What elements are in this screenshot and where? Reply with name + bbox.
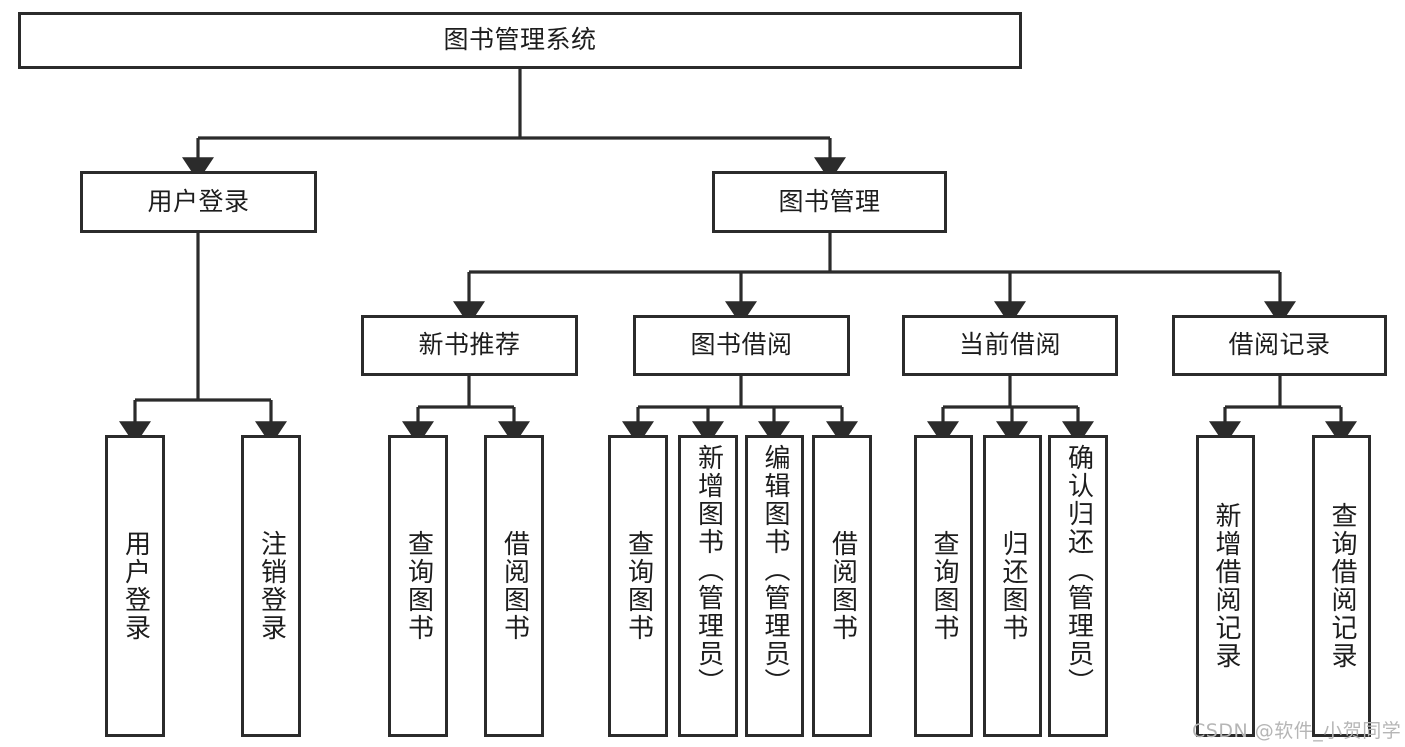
node-book-borrow-label: 图书借阅 — [690, 330, 793, 360]
node-root-label: 图书管理系统 — [443, 25, 597, 55]
node-leaf-confirm-return[interactable]: 确认归还（管理员） — [1048, 435, 1108, 737]
node-user-login[interactable]: 用户登录 — [80, 171, 317, 233]
node-root[interactable]: 图书管理系统 — [18, 12, 1022, 69]
node-leaf-edit-book[interactable]: 编辑图书（管理员） — [745, 435, 804, 737]
node-leaf-query-book-borrow-label: 查询图书 — [623, 530, 654, 642]
node-leaf-logout-label: 注销登录 — [256, 530, 287, 642]
node-leaf-query-book-borrow[interactable]: 查询图书 — [608, 435, 668, 737]
node-leaf-query-book-cur-label: 查询图书 — [929, 530, 960, 642]
node-new-book-rec[interactable]: 新书推荐 — [361, 315, 578, 376]
node-leaf-confirm-return-label: 确认归还（管理员） — [1063, 444, 1094, 696]
node-user-login-label: 用户登录 — [147, 186, 250, 216]
node-book-borrow[interactable]: 图书借阅 — [633, 315, 850, 376]
node-leaf-add-record[interactable]: 新增借阅记录 — [1196, 435, 1255, 737]
node-leaf-return-book[interactable]: 归还图书 — [983, 435, 1042, 737]
node-current-borrow-label: 当前借阅 — [958, 330, 1061, 360]
node-leaf-borrow-book-rec[interactable]: 借阅图书 — [484, 435, 544, 737]
node-borrow-record[interactable]: 借阅记录 — [1172, 315, 1387, 376]
node-leaf-user-login[interactable]: 用户登录 — [105, 435, 165, 737]
node-borrow-record-label: 借阅记录 — [1228, 330, 1331, 360]
node-leaf-query-book-rec-label: 查询图书 — [403, 530, 434, 642]
node-leaf-borrow-book-rec-label: 借阅图书 — [499, 530, 530, 642]
node-leaf-add-record-label: 新增借阅记录 — [1211, 502, 1242, 670]
node-current-borrow[interactable]: 当前借阅 — [902, 315, 1118, 376]
node-book-manage[interactable]: 图书管理 — [712, 171, 947, 233]
node-leaf-add-book[interactable]: 新增图书（管理员） — [678, 435, 738, 737]
node-leaf-query-record-label: 查询借阅记录 — [1327, 502, 1358, 670]
node-leaf-add-book-label: 新增图书（管理员） — [693, 444, 724, 696]
node-leaf-logout[interactable]: 注销登录 — [241, 435, 301, 737]
node-leaf-edit-book-label: 编辑图书（管理员） — [760, 444, 791, 696]
node-leaf-user-login-label: 用户登录 — [120, 530, 151, 642]
node-new-book-rec-label: 新书推荐 — [418, 330, 521, 360]
node-leaf-borrow-book-label: 借阅图书 — [827, 530, 858, 642]
node-leaf-query-book-cur[interactable]: 查询图书 — [914, 435, 973, 737]
node-leaf-query-record[interactable]: 查询借阅记录 — [1312, 435, 1371, 737]
node-leaf-return-book-label: 归还图书 — [998, 530, 1029, 642]
node-leaf-borrow-book[interactable]: 借阅图书 — [812, 435, 872, 737]
node-leaf-query-book-rec[interactable]: 查询图书 — [388, 435, 448, 737]
node-book-manage-label: 图书管理 — [778, 186, 881, 216]
watermark-text: CSDN @软件_小贺同学 — [1192, 720, 1402, 742]
